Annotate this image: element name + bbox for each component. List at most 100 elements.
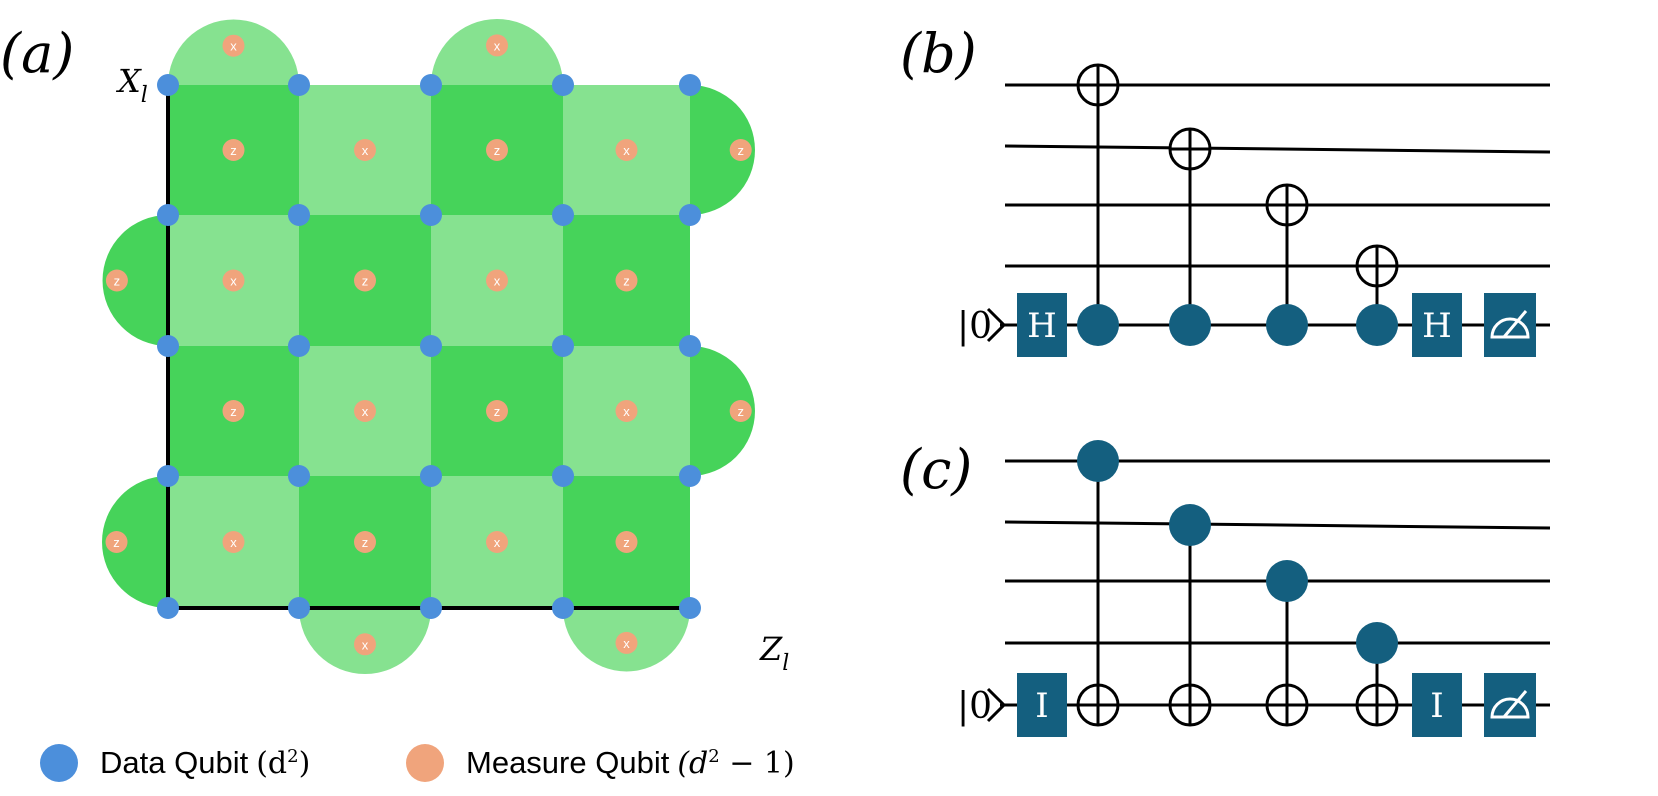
gate-box-H: [1412, 293, 1462, 357]
measure-qubit-type-label: z: [114, 274, 121, 289]
data-qubit: [420, 335, 442, 357]
data-qubit: [420, 74, 442, 96]
measure-qubit-type-label: z: [494, 143, 501, 158]
data-qubit: [552, 204, 574, 226]
data-qubit: [679, 204, 701, 226]
measure-qubit-type-label: x: [623, 404, 630, 419]
data-wire: [1004, 520, 1551, 530]
gate-label: I: [1035, 686, 1048, 726]
data-qubit: [288, 465, 310, 487]
data-qubit: [552, 74, 574, 96]
measure-qubit-z: [222, 139, 245, 161]
measure-qubit-count: (d2 − 1): [677, 745, 795, 781]
legend-data-qubit: Data Qubit (d2): [40, 744, 310, 782]
cnot-control-dot: [1356, 622, 1398, 664]
measure-qubit-type-label: x: [362, 637, 369, 652]
data-qubit: [420, 465, 442, 487]
measure-qubit-x: [486, 269, 508, 292]
meter-icon: [1490, 317, 1530, 339]
data-qubit: [157, 204, 179, 226]
measure-qubit-type-label: x: [494, 535, 501, 550]
data-qubit: [552, 335, 574, 357]
logical-z-label: Zl: [759, 630, 789, 676]
data-qubit: [157, 465, 179, 487]
measure-qubit-z: [354, 269, 376, 292]
measure-qubit-type-label: x: [230, 274, 237, 289]
logical-x-label: Xl: [115, 62, 148, 108]
ket-bracket: [986, 307, 1007, 343]
measure-qubit-type-label: x: [362, 404, 369, 419]
cnot-control-dot: [1077, 304, 1119, 346]
gate-box-H: [1017, 293, 1067, 357]
measure-qubit-z: [729, 139, 752, 161]
gate-box-I: [1412, 673, 1462, 737]
meter-icon: [1490, 697, 1530, 719]
data-qubit: [288, 74, 310, 96]
data-qubit: [552, 465, 574, 487]
ancilla-ket-label: |0: [957, 686, 992, 727]
measure-qubit-x: [222, 531, 245, 553]
measure-qubit-type-label: x: [230, 535, 237, 550]
measurement-box: [1484, 293, 1536, 357]
cnot-control-dot: [1266, 304, 1308, 346]
boundary-stabilizer-z: [690, 346, 755, 476]
data-qubit-label: Data Qubit: [100, 745, 249, 780]
data-qubit: [420, 204, 442, 226]
data-qubit: [157, 597, 179, 619]
data-qubit: [679, 335, 701, 357]
measure-qubit-label: Measure Qubit: [466, 745, 670, 780]
measure-qubit-z: [354, 531, 376, 553]
data-qubit: [679, 465, 701, 487]
cnot-control-dot: [1266, 560, 1308, 602]
ket-bracket: [986, 687, 1007, 723]
measure-qubit-z: [105, 531, 128, 553]
measure-qubit-type-label: z: [737, 404, 744, 419]
measure-qubit-type-label: z: [737, 143, 744, 158]
cnot-control-dot: [1169, 504, 1211, 546]
data-wire: [1004, 144, 1551, 154]
measure-qubit-type-label: x: [494, 274, 501, 289]
data-qubit: [288, 597, 310, 619]
measure-qubit-type-label: z: [113, 535, 120, 550]
measure-qubit-z: [615, 531, 638, 553]
data-qubit-count: (d2): [256, 745, 311, 781]
data-qubit: [288, 335, 310, 357]
panel-label-a: (a): [0, 22, 74, 85]
z-stabilizer-circuit: |0 I I: [957, 440, 1551, 737]
data-qubit-swatch: [40, 744, 78, 782]
data-qubit: [679, 74, 701, 96]
measure-qubit-x: [222, 34, 245, 57]
meter-needle-icon: [1502, 690, 1528, 718]
measure-qubit-type-label: z: [623, 535, 630, 550]
measure-qubit-type-label: x: [494, 38, 501, 53]
measure-qubit-z: [615, 269, 638, 292]
measure-qubit-swatch: [406, 744, 444, 782]
measure-qubit-z: [486, 139, 508, 161]
data-qubit: [157, 335, 179, 357]
measure-qubit-z: [222, 400, 245, 422]
measure-qubit-x: [615, 631, 638, 654]
measure-qubit-type-label: z: [494, 404, 501, 419]
measure-qubit-x: [615, 400, 638, 422]
measure-qubit-x: [486, 531, 508, 553]
data-qubit: [157, 74, 179, 96]
data-qubit: [420, 597, 442, 619]
data-qubit: [552, 597, 574, 619]
data-qubit: [288, 204, 310, 226]
gate-box-I: [1017, 673, 1067, 737]
measure-qubit-type-label: z: [623, 274, 630, 289]
measure-qubit-type-label: x: [230, 39, 237, 54]
measure-qubit-x: [222, 269, 245, 292]
boundary-stabilizer-z: [690, 85, 755, 215]
measure-qubit-type-label: z: [362, 535, 369, 550]
cnot-control-dot: [1356, 304, 1398, 346]
legend-measure-qubit: Measure Qubit (d2 − 1): [406, 744, 795, 782]
measure-qubit-z: [729, 400, 752, 422]
gate-label: I: [1430, 686, 1443, 726]
measure-qubit-type-label: z: [230, 404, 237, 419]
cnot-control-dot: [1077, 440, 1119, 482]
measure-qubit-type-label: z: [362, 274, 369, 289]
